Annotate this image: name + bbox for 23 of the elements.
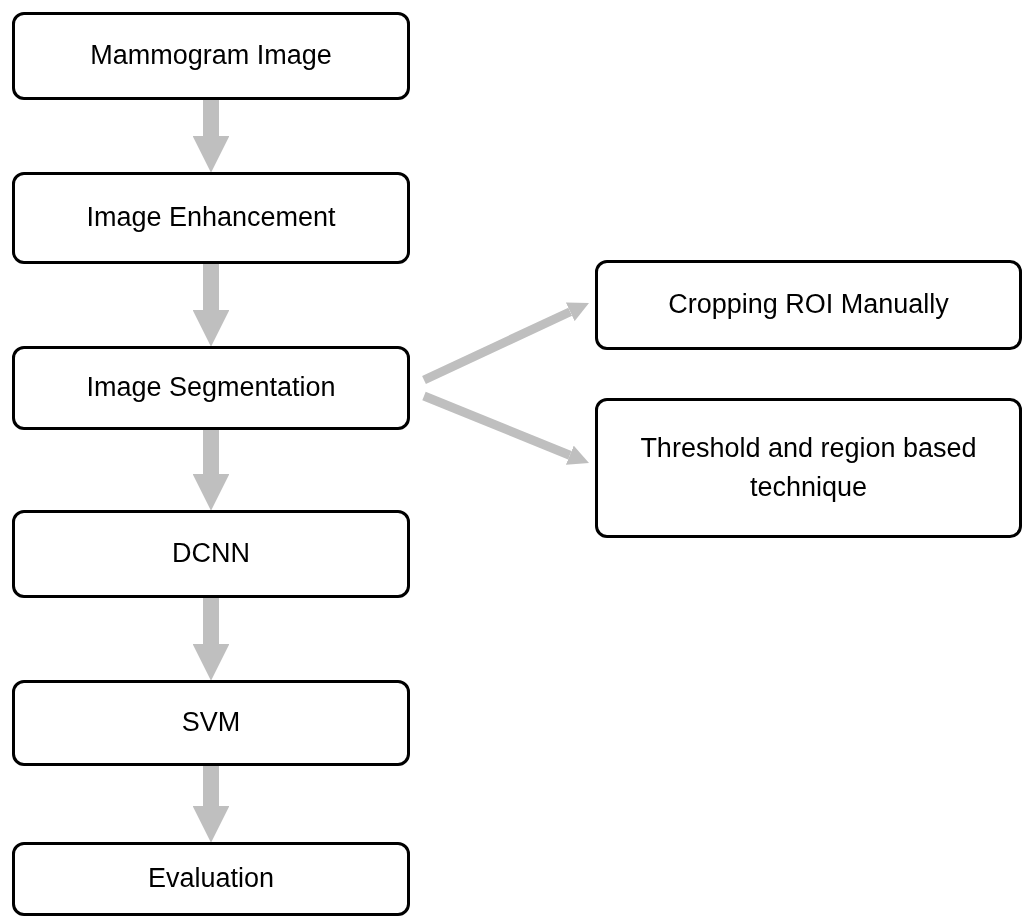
process-box	[12, 510, 410, 598]
box-label: Image Enhancement	[86, 201, 336, 235]
process-box	[12, 346, 410, 430]
process-box	[12, 842, 410, 916]
box-label: SVM	[181, 706, 241, 740]
box-label: Mammogram Image	[90, 39, 332, 73]
box-label: Evaluation	[147, 862, 275, 896]
box-label: Cropping ROI Manually	[668, 288, 949, 322]
arrow	[192, 598, 230, 681]
process-box	[595, 260, 1022, 350]
box-label: Threshold and region based technique	[639, 431, 978, 504]
arrow	[192, 264, 230, 347]
arrow	[422, 391, 589, 465]
arrow	[192, 430, 230, 511]
box-label: Image Segmentation	[86, 371, 336, 405]
process-box	[12, 680, 410, 766]
arrow	[192, 100, 230, 173]
box-label: DCNN	[172, 537, 250, 571]
process-box	[12, 12, 410, 100]
arrow	[422, 302, 589, 385]
process-box	[12, 172, 410, 264]
process-box	[595, 398, 1022, 538]
arrow	[192, 766, 230, 843]
